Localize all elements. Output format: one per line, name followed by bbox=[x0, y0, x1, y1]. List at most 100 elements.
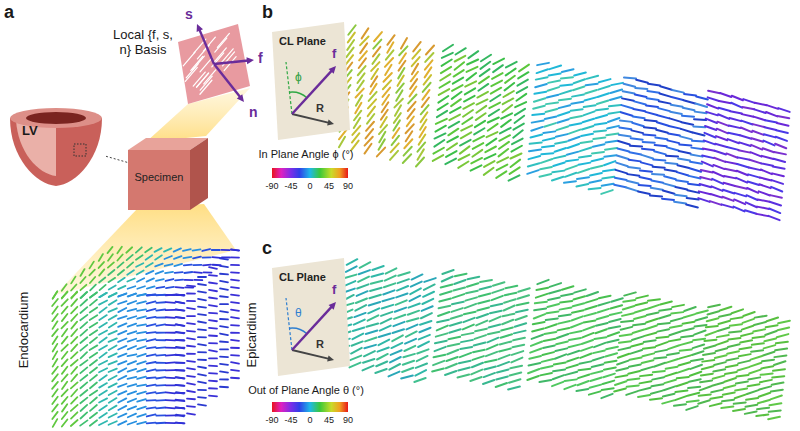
fiber-arrow bbox=[118, 338, 126, 341]
fiber-arrow bbox=[99, 383, 107, 388]
fiber-arrow bbox=[698, 198, 709, 202]
specimen-label: Specimen bbox=[128, 171, 190, 184]
fiber-arrow bbox=[458, 367, 470, 370]
fiber-arrow bbox=[231, 332, 239, 334]
fiber-arrow bbox=[576, 184, 588, 186]
fiber-arrow bbox=[741, 121, 752, 125]
fiber-arrow bbox=[566, 166, 577, 170]
fiber-arrow bbox=[231, 354, 239, 356]
fiber-arrow bbox=[726, 358, 738, 360]
fiber-arrow bbox=[558, 112, 569, 116]
fiber-arrow bbox=[460, 146, 470, 153]
fiber-arrow bbox=[478, 84, 488, 91]
surface-label: Endocardium bbox=[17, 292, 32, 369]
fiber-arrow bbox=[231, 324, 239, 326]
fiber-arrow bbox=[220, 281, 228, 282]
fiber-arrow bbox=[777, 334, 789, 337]
fiber-arrow bbox=[198, 351, 206, 353]
fiber-arrow bbox=[187, 383, 195, 384]
fiber-arrow bbox=[725, 169, 737, 172]
fiber-arrow bbox=[678, 159, 690, 161]
fiber-arrow bbox=[515, 316, 526, 320]
fiber-arrow bbox=[647, 91, 659, 93]
fiber-arrow bbox=[118, 368, 126, 372]
fiber-arrow bbox=[477, 99, 488, 104]
fiber-arrow bbox=[499, 349, 511, 352]
fiber-arrow bbox=[654, 151, 666, 154]
fiber-arrow bbox=[220, 379, 228, 381]
vector-label: n bbox=[249, 104, 258, 120]
light-beam bbox=[55, 204, 236, 295]
fiber-arrow bbox=[753, 336, 765, 338]
fiber-arrow bbox=[726, 365, 738, 367]
fiber-arrow bbox=[557, 119, 569, 122]
fiber-arrow bbox=[99, 361, 107, 365]
fiber-arrow bbox=[590, 173, 602, 175]
fiber-arrow bbox=[209, 267, 217, 269]
fiber-arrow bbox=[99, 390, 107, 395]
fiber-arrow bbox=[630, 145, 642, 148]
fiber-arrow bbox=[619, 135, 631, 137]
fiber-arrow bbox=[750, 160, 761, 164]
fiber-arrow bbox=[406, 331, 417, 336]
fiber-arrow bbox=[640, 381, 652, 383]
fiber-arrow bbox=[534, 92, 546, 94]
fiber-arrow bbox=[71, 277, 75, 284]
fiber-arrow bbox=[754, 322, 766, 325]
fiber-arrow bbox=[109, 300, 117, 305]
colorbar-title: Out of Plane Angle θ (°) bbox=[248, 384, 364, 397]
fiber-arrow bbox=[548, 298, 560, 300]
fiber-arrow bbox=[505, 293, 517, 295]
fiber-arrow bbox=[231, 249, 239, 251]
fiber-arrow bbox=[691, 148, 703, 150]
fiber-arrow bbox=[118, 354, 126, 357]
fiber-arrow bbox=[383, 290, 394, 294]
fiber-arrow bbox=[653, 166, 665, 169]
fiber-arrow bbox=[686, 406, 697, 410]
fiber-arrow bbox=[198, 336, 206, 338]
fiber-arrow bbox=[532, 335, 543, 339]
fiber-arrow bbox=[501, 334, 512, 338]
fiber-arrow bbox=[231, 280, 239, 281]
fiber-arrow bbox=[750, 152, 761, 156]
fiber-arrow bbox=[176, 354, 185, 357]
fiber-arrow bbox=[220, 311, 228, 312]
fiber-arrow bbox=[453, 287, 465, 290]
fiber-arrow bbox=[619, 341, 631, 343]
fiber-arrow bbox=[472, 150, 482, 157]
fiber-arrow bbox=[488, 124, 498, 131]
fiber-arrow bbox=[770, 202, 781, 206]
fiber-arrow bbox=[518, 72, 528, 78]
fiber-arrow bbox=[691, 359, 703, 361]
fiber-arrow bbox=[772, 173, 784, 176]
fiber-arrow bbox=[473, 136, 484, 141]
fiber-arrow bbox=[496, 171, 506, 178]
fiber-arrow bbox=[755, 103, 767, 105]
fiber-arrow bbox=[761, 163, 773, 165]
fiber-arrow bbox=[467, 59, 478, 64]
fiber-arrow bbox=[176, 309, 184, 312]
fiber-arrow bbox=[212, 249, 220, 251]
fiber-arrow bbox=[128, 316, 137, 319]
fiber-arrow bbox=[775, 349, 787, 351]
fiber-arrow bbox=[53, 344, 58, 352]
fiber-arrow bbox=[750, 363, 761, 367]
fiber-arrow bbox=[209, 305, 217, 306]
fiber-arrow bbox=[669, 126, 681, 129]
fiber-arrow bbox=[696, 96, 708, 99]
fiber-arrow bbox=[602, 177, 614, 179]
fiber-arrow bbox=[737, 375, 749, 376]
fiber-arrow bbox=[655, 145, 667, 146]
fiber-arrow bbox=[602, 388, 614, 390]
fiber-arrow bbox=[358, 277, 369, 282]
fiber-arrow bbox=[422, 299, 433, 304]
fiber-arrow bbox=[754, 109, 765, 113]
fiber-arrow bbox=[605, 353, 617, 356]
fiber-arrow bbox=[156, 377, 165, 378]
fiber-sheet bbox=[614, 77, 708, 207]
fiber-arrow bbox=[136, 255, 143, 260]
fiber-arrow bbox=[62, 382, 67, 389]
fiber-arrow bbox=[220, 348, 228, 350]
fiber-arrow bbox=[432, 369, 444, 372]
fiber-arrow bbox=[463, 318, 474, 322]
